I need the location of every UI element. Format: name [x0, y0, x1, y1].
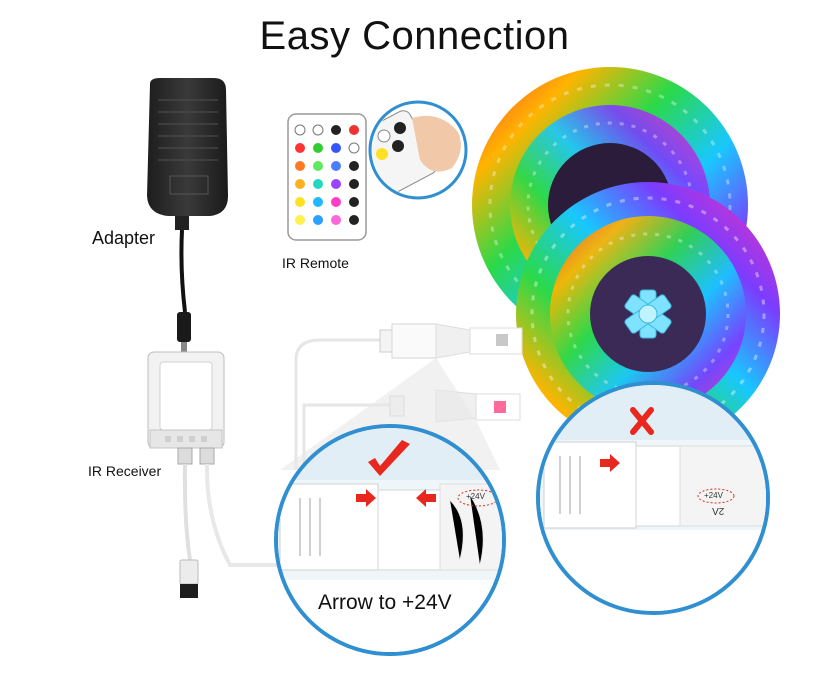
incorrect-connection-callout — [536, 381, 770, 615]
strip-voltage-marking: +24V — [704, 491, 723, 500]
ir-receiver-box — [147, 351, 290, 598]
page-title: Easy Connection — [259, 14, 570, 58]
x-mark-icon — [630, 407, 654, 435]
led-reel-front — [516, 182, 780, 446]
arrow-right-icon — [416, 489, 436, 507]
correct-connection-callout — [274, 424, 506, 656]
arrow-right-icon — [600, 454, 620, 472]
ir-remote-label: IR Remote — [282, 255, 349, 271]
remote-zoom-callout — [368, 100, 468, 200]
reel-spool-hub — [624, 289, 672, 339]
ir-receiver-label: IR Receiver — [88, 463, 162, 479]
arrow-left-icon — [356, 489, 376, 507]
ir-remote — [287, 113, 367, 241]
power-adapter — [147, 78, 228, 352]
strip-connector-upper — [379, 323, 523, 359]
strip-wires — [294, 338, 392, 470]
remote-buttons — [294, 124, 360, 225]
strip-voltage-marking: +24V — [466, 492, 485, 501]
strip-voltage-marking-flipped: 2Λ — [712, 505, 725, 516]
adapter-label: Adapter — [92, 228, 156, 248]
check-mark-icon — [368, 440, 410, 476]
arrow-instruction-label: Arrow to +24V — [318, 591, 452, 614]
